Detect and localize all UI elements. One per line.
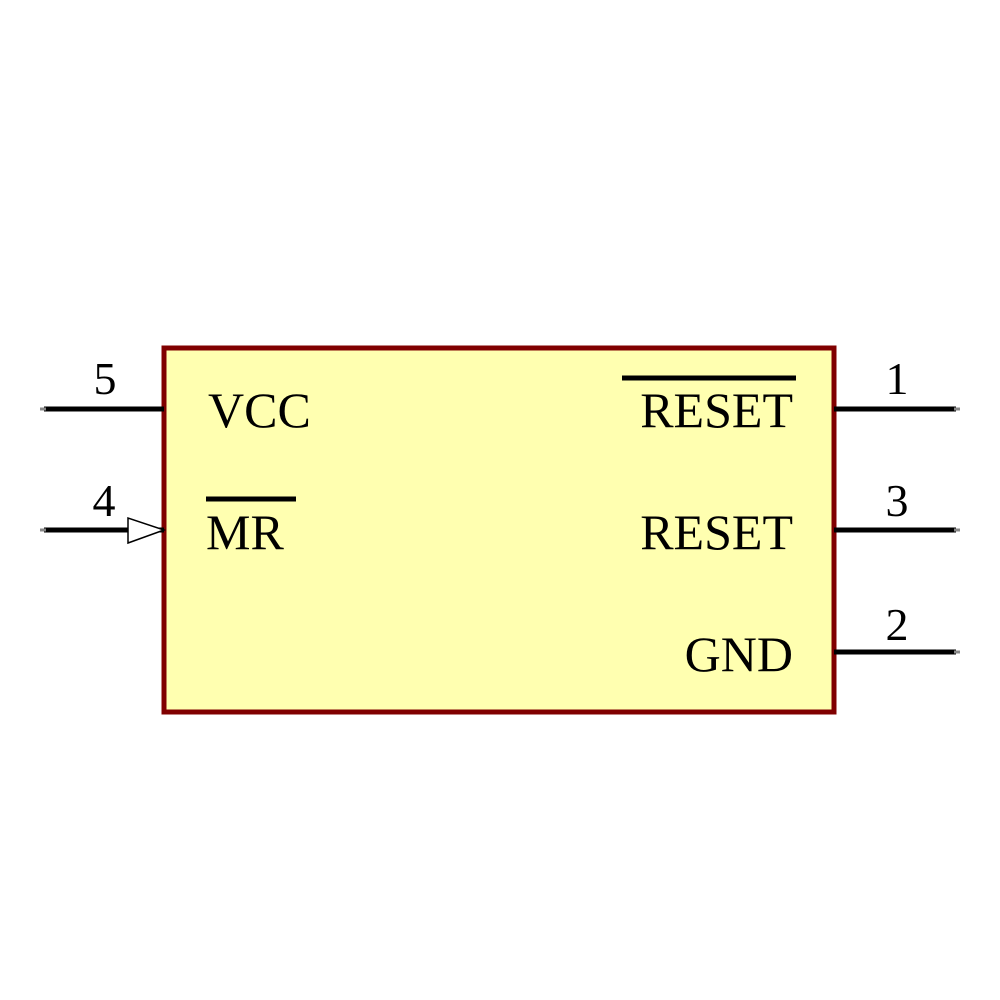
pin-reset-n: 1 RESET xyxy=(622,353,960,438)
pin-reset: 3 RESET xyxy=(640,475,960,560)
pin-mr-input-arrow-icon xyxy=(127,516,167,545)
pin-vcc: 5 VCC xyxy=(40,353,311,438)
pin-gnd-name: GND xyxy=(685,626,793,682)
pin-gnd: 2 GND xyxy=(685,599,960,682)
pin-gnd-number: 2 xyxy=(886,599,909,650)
pin-reset-n-number: 1 xyxy=(886,353,909,404)
pin-reset-n-name: RESET xyxy=(640,382,793,438)
pin-mr: 4 MR xyxy=(40,475,296,560)
component-body xyxy=(161,345,837,715)
pin-vcc-number: 5 xyxy=(94,353,117,404)
pin-reset-name: RESET xyxy=(640,504,793,560)
pin-reset-number: 3 xyxy=(886,475,909,526)
pin-mr-name: MR xyxy=(206,504,284,560)
pin-mr-number: 4 xyxy=(93,475,116,526)
pin-vcc-name: VCC xyxy=(208,382,311,438)
